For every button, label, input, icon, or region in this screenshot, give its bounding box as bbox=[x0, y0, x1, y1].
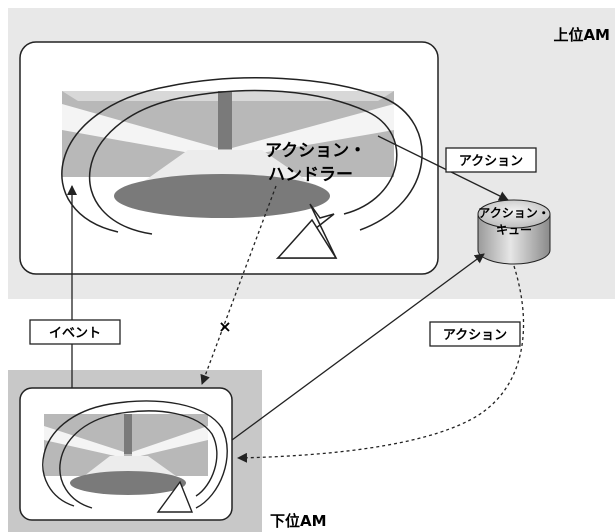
upper-am-label: 上位AM bbox=[553, 26, 610, 44]
action-top-label: アクション bbox=[459, 154, 523, 169]
action-right-label: アクション bbox=[443, 328, 507, 343]
action-handler-label-2: ハンドラー bbox=[268, 165, 353, 185]
action-handler-label-1: アクション・ bbox=[265, 141, 366, 161]
event-label: イベント bbox=[49, 326, 101, 341]
blocked-mark: × bbox=[218, 317, 231, 336]
action-queue-label-2: キュー bbox=[496, 223, 532, 237]
action-queue-label-1: アクション・ bbox=[478, 206, 549, 220]
lower-am-label: 下位AM bbox=[270, 512, 327, 530]
